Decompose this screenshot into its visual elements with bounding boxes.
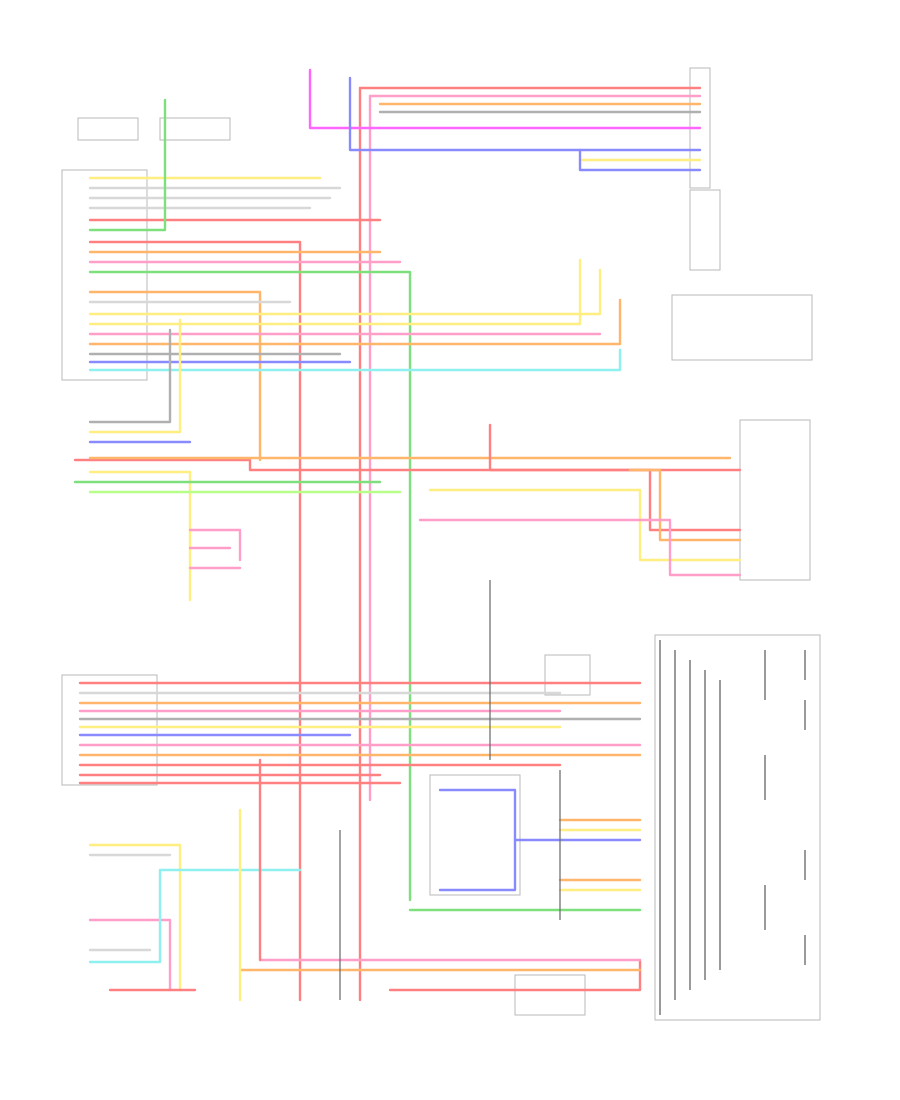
wire-mid-yellow — [88, 470, 192, 602]
wire-row-6-green — [88, 98, 167, 232]
trans-range-switch-b — [159, 117, 231, 141]
wire-row-10-green — [88, 270, 412, 902]
wire-row-19-cyan — [88, 348, 622, 372]
wire-blue-right — [578, 148, 702, 172]
wire-mid-1 — [88, 328, 172, 424]
wire-magenta-top — [308, 68, 702, 130]
wires — [73, 68, 742, 1002]
wire-mid-red — [73, 458, 742, 472]
ground-bottom — [514, 974, 586, 1016]
ecm-connector-left — [61, 169, 148, 381]
wire-bl-cyan — [88, 868, 302, 964]
wire-bl-3 — [88, 918, 172, 992]
wire-row-11 — [88, 290, 262, 462]
wire-row-16 — [88, 298, 622, 346]
component-outlines — [61, 67, 821, 1021]
wire-row-14 — [88, 258, 582, 326]
wire-cluster-pink — [418, 518, 742, 577]
wire-mid-2 — [88, 318, 182, 434]
wire-relay-blue — [438, 788, 517, 892]
wire-bl-1 — [88, 843, 182, 992]
relay-module-bars — [659, 640, 806, 1015]
trans-range-switch-a — [77, 117, 139, 141]
wire-blue-top — [348, 76, 702, 152]
sensor-mid — [544, 654, 591, 696]
relay-box-mid — [429, 774, 521, 896]
control-relay-module — [654, 634, 821, 1021]
ecm-connector-bottom — [61, 674, 158, 786]
wire-cluster-yellow — [428, 488, 742, 562]
wire-cluster-red — [488, 423, 742, 532]
wire-low-1 — [188, 528, 242, 562]
wire-row-13 — [88, 268, 602, 316]
instrument-cluster — [739, 419, 811, 581]
switch-right-mid — [671, 294, 813, 361]
sensor-right — [689, 189, 721, 271]
wire-cluster-orange — [628, 468, 742, 542]
wire-row-7-red — [88, 240, 302, 1002]
